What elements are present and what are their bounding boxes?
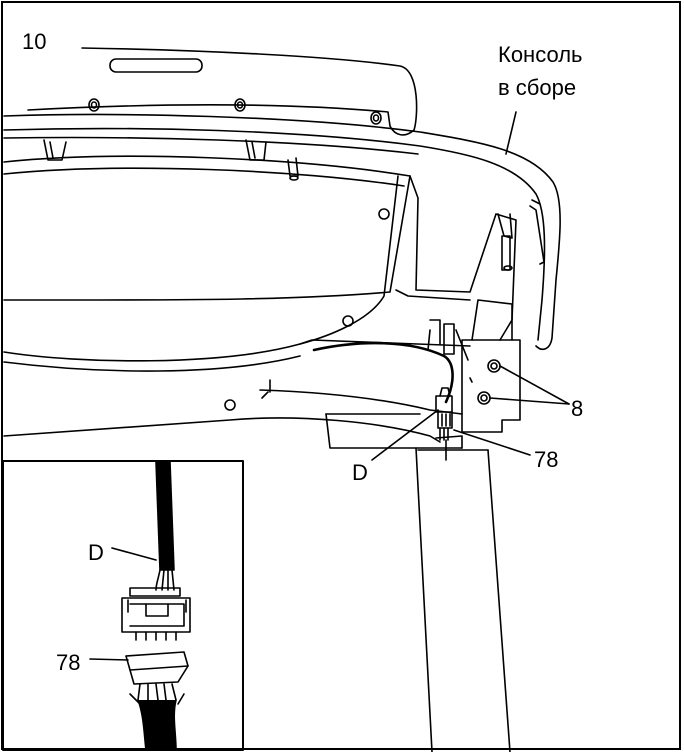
label-console-line2: в сборе [498,75,577,100]
leader-8-lower [489,397,570,405]
console-rim [3,113,561,351]
leader-78 [453,429,531,456]
bolt-hole-lower [477,391,491,405]
step-number: 10 [22,29,47,54]
console-top-lid [27,47,418,136]
inset-connector-78 [125,651,189,701]
wire-harness [312,341,454,404]
label-console-line1: Консоль [498,42,583,67]
console-tray [3,155,411,301]
inset-connector-d [121,587,191,641]
inset-frame [2,460,244,751]
inset-cable-78 [137,699,177,751]
label-part-8: 8 [571,396,584,421]
leader-8-upper [499,365,570,405]
console-arm [409,175,517,341]
inset-cable-d [155,461,175,571]
leader-console [505,111,517,155]
label-part-d: D [352,460,368,485]
inset-label-d: D [88,540,104,565]
console-base [3,175,399,362]
console-handle-slot [109,58,203,73]
leader-d [371,409,439,461]
inset-leader-78 [89,658,129,661]
connector-d-assembly [435,387,453,441]
label-part-78: 78 [534,447,559,472]
inset-leader-d [111,547,157,561]
bolt-hole-upper [487,359,501,373]
upright-tube [415,447,433,752]
mounting-plate [461,339,521,433]
inset-label-78: 78 [56,650,81,675]
